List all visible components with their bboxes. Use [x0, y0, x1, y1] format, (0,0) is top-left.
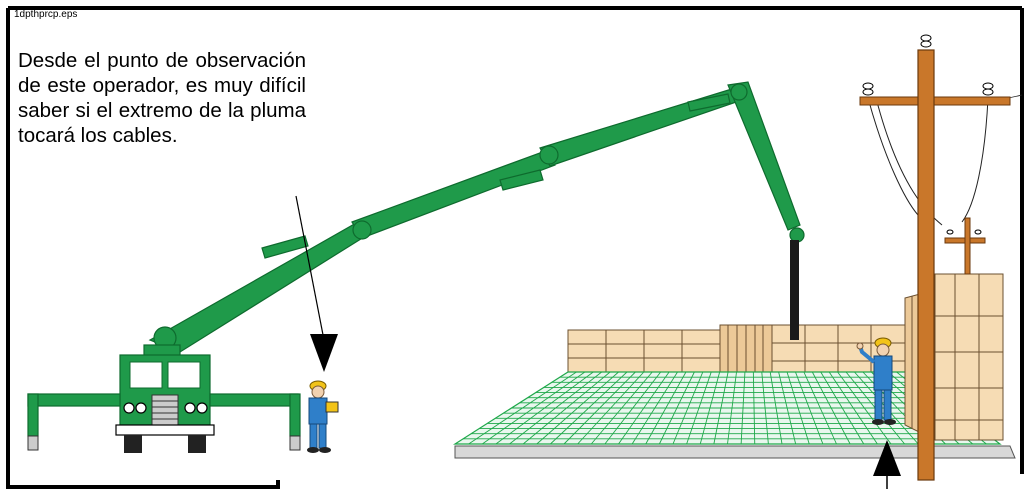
concrete-slab	[454, 445, 1016, 459]
file-name-label: 1dpthprcp.eps	[14, 9, 78, 20]
arrow-to-signal-worker	[873, 440, 901, 489]
caption-text: Desde el punto de observación de este op…	[18, 49, 306, 147]
boom-hose	[790, 240, 799, 340]
concrete-pump-boom	[148, 81, 805, 353]
operator-worker	[307, 380, 339, 453]
utility-pole	[859, 34, 1023, 481]
pump-truck	[27, 344, 301, 453]
signal-worker	[856, 337, 896, 425]
arrow-to-operator	[295, 195, 338, 372]
frame-border	[6, 6, 1024, 489]
